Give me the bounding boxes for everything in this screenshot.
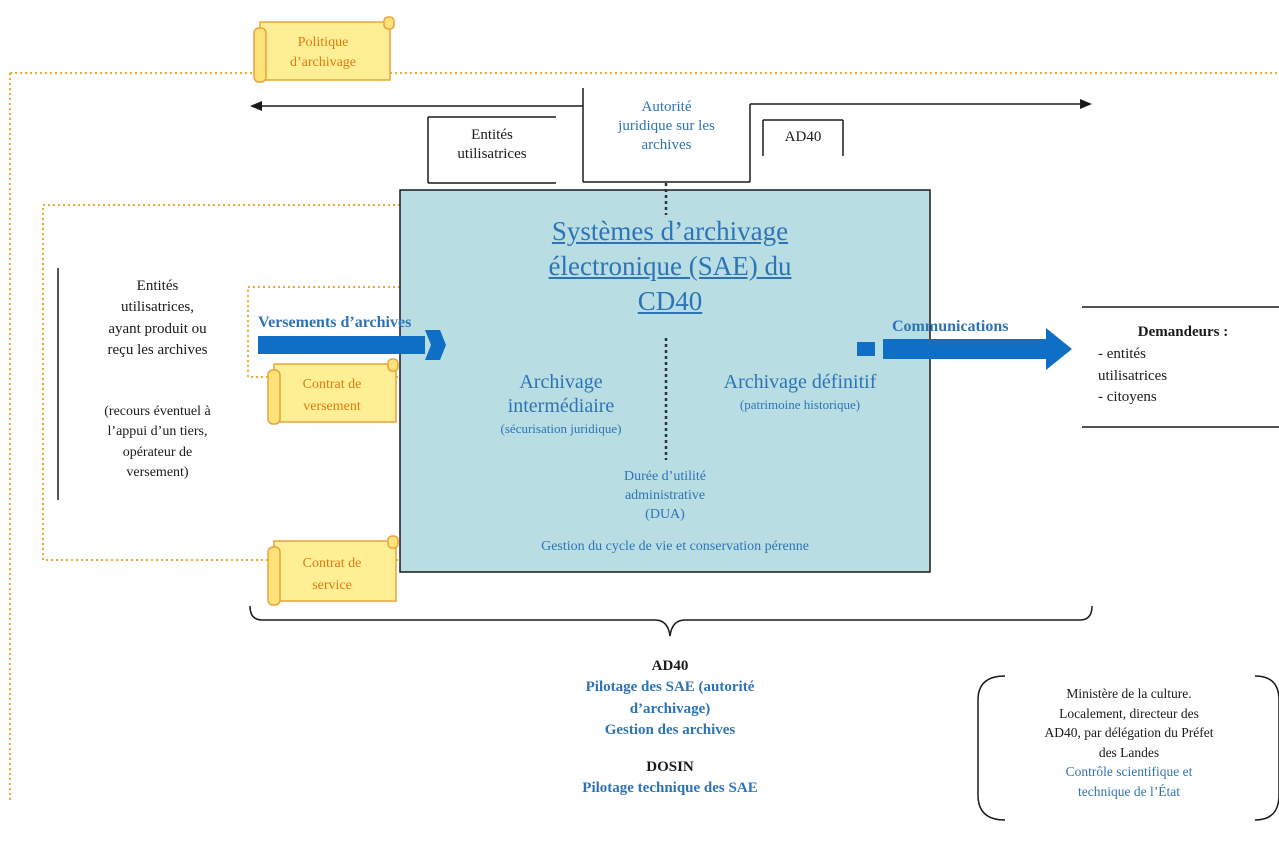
ministere-blue1: Contrôle scientifique et [1065, 764, 1193, 780]
ministere-box: Ministère de la culture. Localement, dir… [985, 684, 1273, 801]
bottom-roles: AD40 Pilotage des SAE (autorité d’archiv… [520, 656, 820, 800]
service-label-1: Contrat de [302, 556, 362, 571]
demandeurs-box: Demandeurs : - entités utilisatrices - c… [1098, 322, 1268, 409]
scroll-icon [267, 358, 399, 425]
ministere-line3: AD40, par délégation du Préfet [1044, 725, 1214, 741]
left-line1: Entités [136, 278, 179, 294]
versements-label: Versements d’archives [258, 314, 412, 331]
politique-label-1: Politique [297, 35, 349, 50]
service-dotted-frame [42, 204, 464, 561]
versements-arrow-shaft [258, 336, 425, 354]
bottom-gestion: Gestion des archives [604, 721, 736, 738]
ministere-blue2: technique de l’État [1078, 783, 1180, 799]
politique-scroll: Politique d’archivage [248, 14, 398, 86]
versements-arrow-head [425, 330, 446, 360]
entites-top-line2: utilisatrices [457, 146, 527, 163]
versement-label-2: versement [303, 399, 361, 414]
bottom-pilotage1: Pilotage des SAE (autorité [585, 679, 755, 696]
demandeurs-item2: - citoyens [1098, 389, 1157, 406]
autorite-line3: archives [641, 137, 692, 154]
bottom-pilotage2: d’archivage) [629, 700, 711, 717]
demandeurs-title: Demandeurs : [1137, 324, 1229, 340]
scroll-icon [267, 535, 399, 606]
left-entites-text: Entités utilisatrices, ayant produit ou … [70, 276, 245, 361]
communications-arrow-head [1046, 328, 1072, 370]
dua-label: Durée d’utilité administrative (DUA) [580, 468, 750, 525]
top-arrow-right-head [1080, 99, 1092, 109]
inter-line2: intermédiaire [507, 395, 615, 417]
sae-title-line3: CD40 [637, 286, 703, 317]
left-line4: reçu les archives [107, 341, 208, 358]
ministere-line4: des Landes [1098, 744, 1160, 760]
bottom-dosin: DOSIN [646, 759, 694, 776]
bottom-brace [249, 605, 1093, 637]
communications-arrow-stub [857, 342, 875, 356]
ministere-line1: Ministère de la culture. [1066, 686, 1192, 701]
archivage-definitif: Archivage définitif (patrimoine historiq… [690, 370, 910, 414]
entites-top-line1: Entités [471, 127, 513, 143]
autorite-label: Autorité juridique sur les archives [583, 98, 750, 156]
archivage-intermediaire: Archivage intermédiaire (sécurisation ju… [466, 370, 656, 438]
inter-note: (sécurisation juridique) [500, 421, 622, 436]
top-arrow-left-head [250, 101, 262, 111]
demandeurs-item1: - entités [1098, 345, 1146, 362]
left-line3: ayant produit ou [108, 320, 207, 337]
gestion-cycle-label: Gestion du cycle de vie et conservation … [541, 539, 809, 554]
definitif-title: Archivage définitif [723, 371, 877, 393]
dua-line3: (DUA) [645, 506, 685, 522]
politique-label-2: d’archivage [289, 55, 357, 70]
inter-line1: Archivage [519, 371, 603, 393]
left-note1: (recours éventuel à [104, 404, 211, 419]
entites-top-label: Entités utilisatrices [428, 126, 556, 164]
left-note2: l’appui d’un tiers, [107, 424, 208, 440]
definitif-note: (patrimoine historique) [739, 397, 861, 412]
service-label-2: service [312, 578, 352, 593]
left-line2: utilisatrices, [121, 299, 194, 316]
autorite-line1: Autorité [641, 99, 692, 115]
dua-line1: Durée d’utilité [623, 469, 707, 484]
sae-title-line2: électronique (SAE) du [548, 251, 792, 282]
demandeurs-item1b: utilisatrices [1098, 367, 1168, 384]
sae-title-line1: Systèmes d’archivage [551, 216, 789, 246]
versement-label-1: Contrat de [302, 377, 362, 392]
versement-scroll: Contrat de versement [262, 356, 402, 428]
bottom-pilotage-tech: Pilotage technique des SAE [582, 780, 758, 797]
ad40-top-label: AD40 [784, 129, 822, 145]
autorite-line2: juridique sur les [618, 118, 715, 135]
communications-arrow-shaft [883, 339, 1046, 359]
communications-label: Communications [892, 318, 1009, 335]
ministere-left-bracket [977, 675, 1006, 821]
ministere-right-bracket [1254, 675, 1279, 821]
bottom-ad40: AD40 [651, 658, 689, 674]
service-scroll: Contrat de service [262, 533, 402, 609]
left-note4: versement) [126, 464, 189, 480]
left-note3: opérateur de [122, 444, 193, 460]
sae-title: Systèmes d’archivage électronique (SAE) … [440, 214, 900, 319]
ministere-line2: Localement, directeur des [1059, 705, 1199, 721]
scroll-icon [253, 16, 395, 83]
dua-line2: administrative [624, 487, 706, 503]
left-note-text: (recours éventuel à l’appui d’un tiers, … [70, 402, 245, 483]
